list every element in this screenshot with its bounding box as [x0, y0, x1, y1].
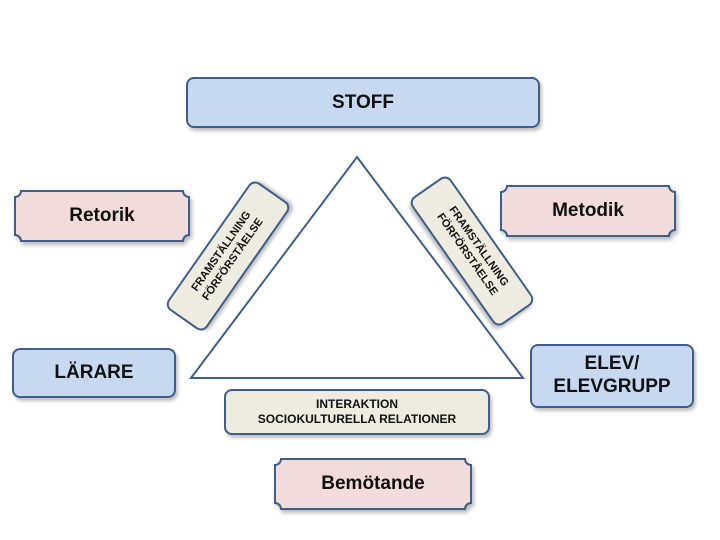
bemotande-tag: Bemötande	[274, 458, 472, 510]
retorik-tag: Retorik	[14, 190, 190, 242]
stoff-node: STOFF	[186, 77, 540, 128]
larare-label: LÄRARE	[54, 362, 134, 383]
metodik-tag: Metodik	[500, 185, 676, 237]
larare-node: LÄRARE	[12, 348, 176, 398]
elev-node: ELEV/ ELEVGRUPP	[530, 344, 694, 408]
metodik-label: Metodik	[552, 200, 624, 221]
bemotande-label: Bemötande	[321, 473, 425, 494]
elev-label-line-2: ELEVGRUPP	[553, 376, 671, 397]
bottom-edge-line-1: INTERAKTION	[316, 397, 398, 411]
bottom-edge-label: INTERAKTION SOCIOKULTURELLA RELATIONER	[224, 389, 490, 435]
stoff-label: STOFF	[332, 91, 394, 113]
retorik-label: Retorik	[69, 205, 135, 226]
bottom-edge-line-2: SOCIOKULTURELLA RELATIONER	[257, 412, 457, 426]
elev-label-line-1: ELEV/	[584, 353, 640, 375]
